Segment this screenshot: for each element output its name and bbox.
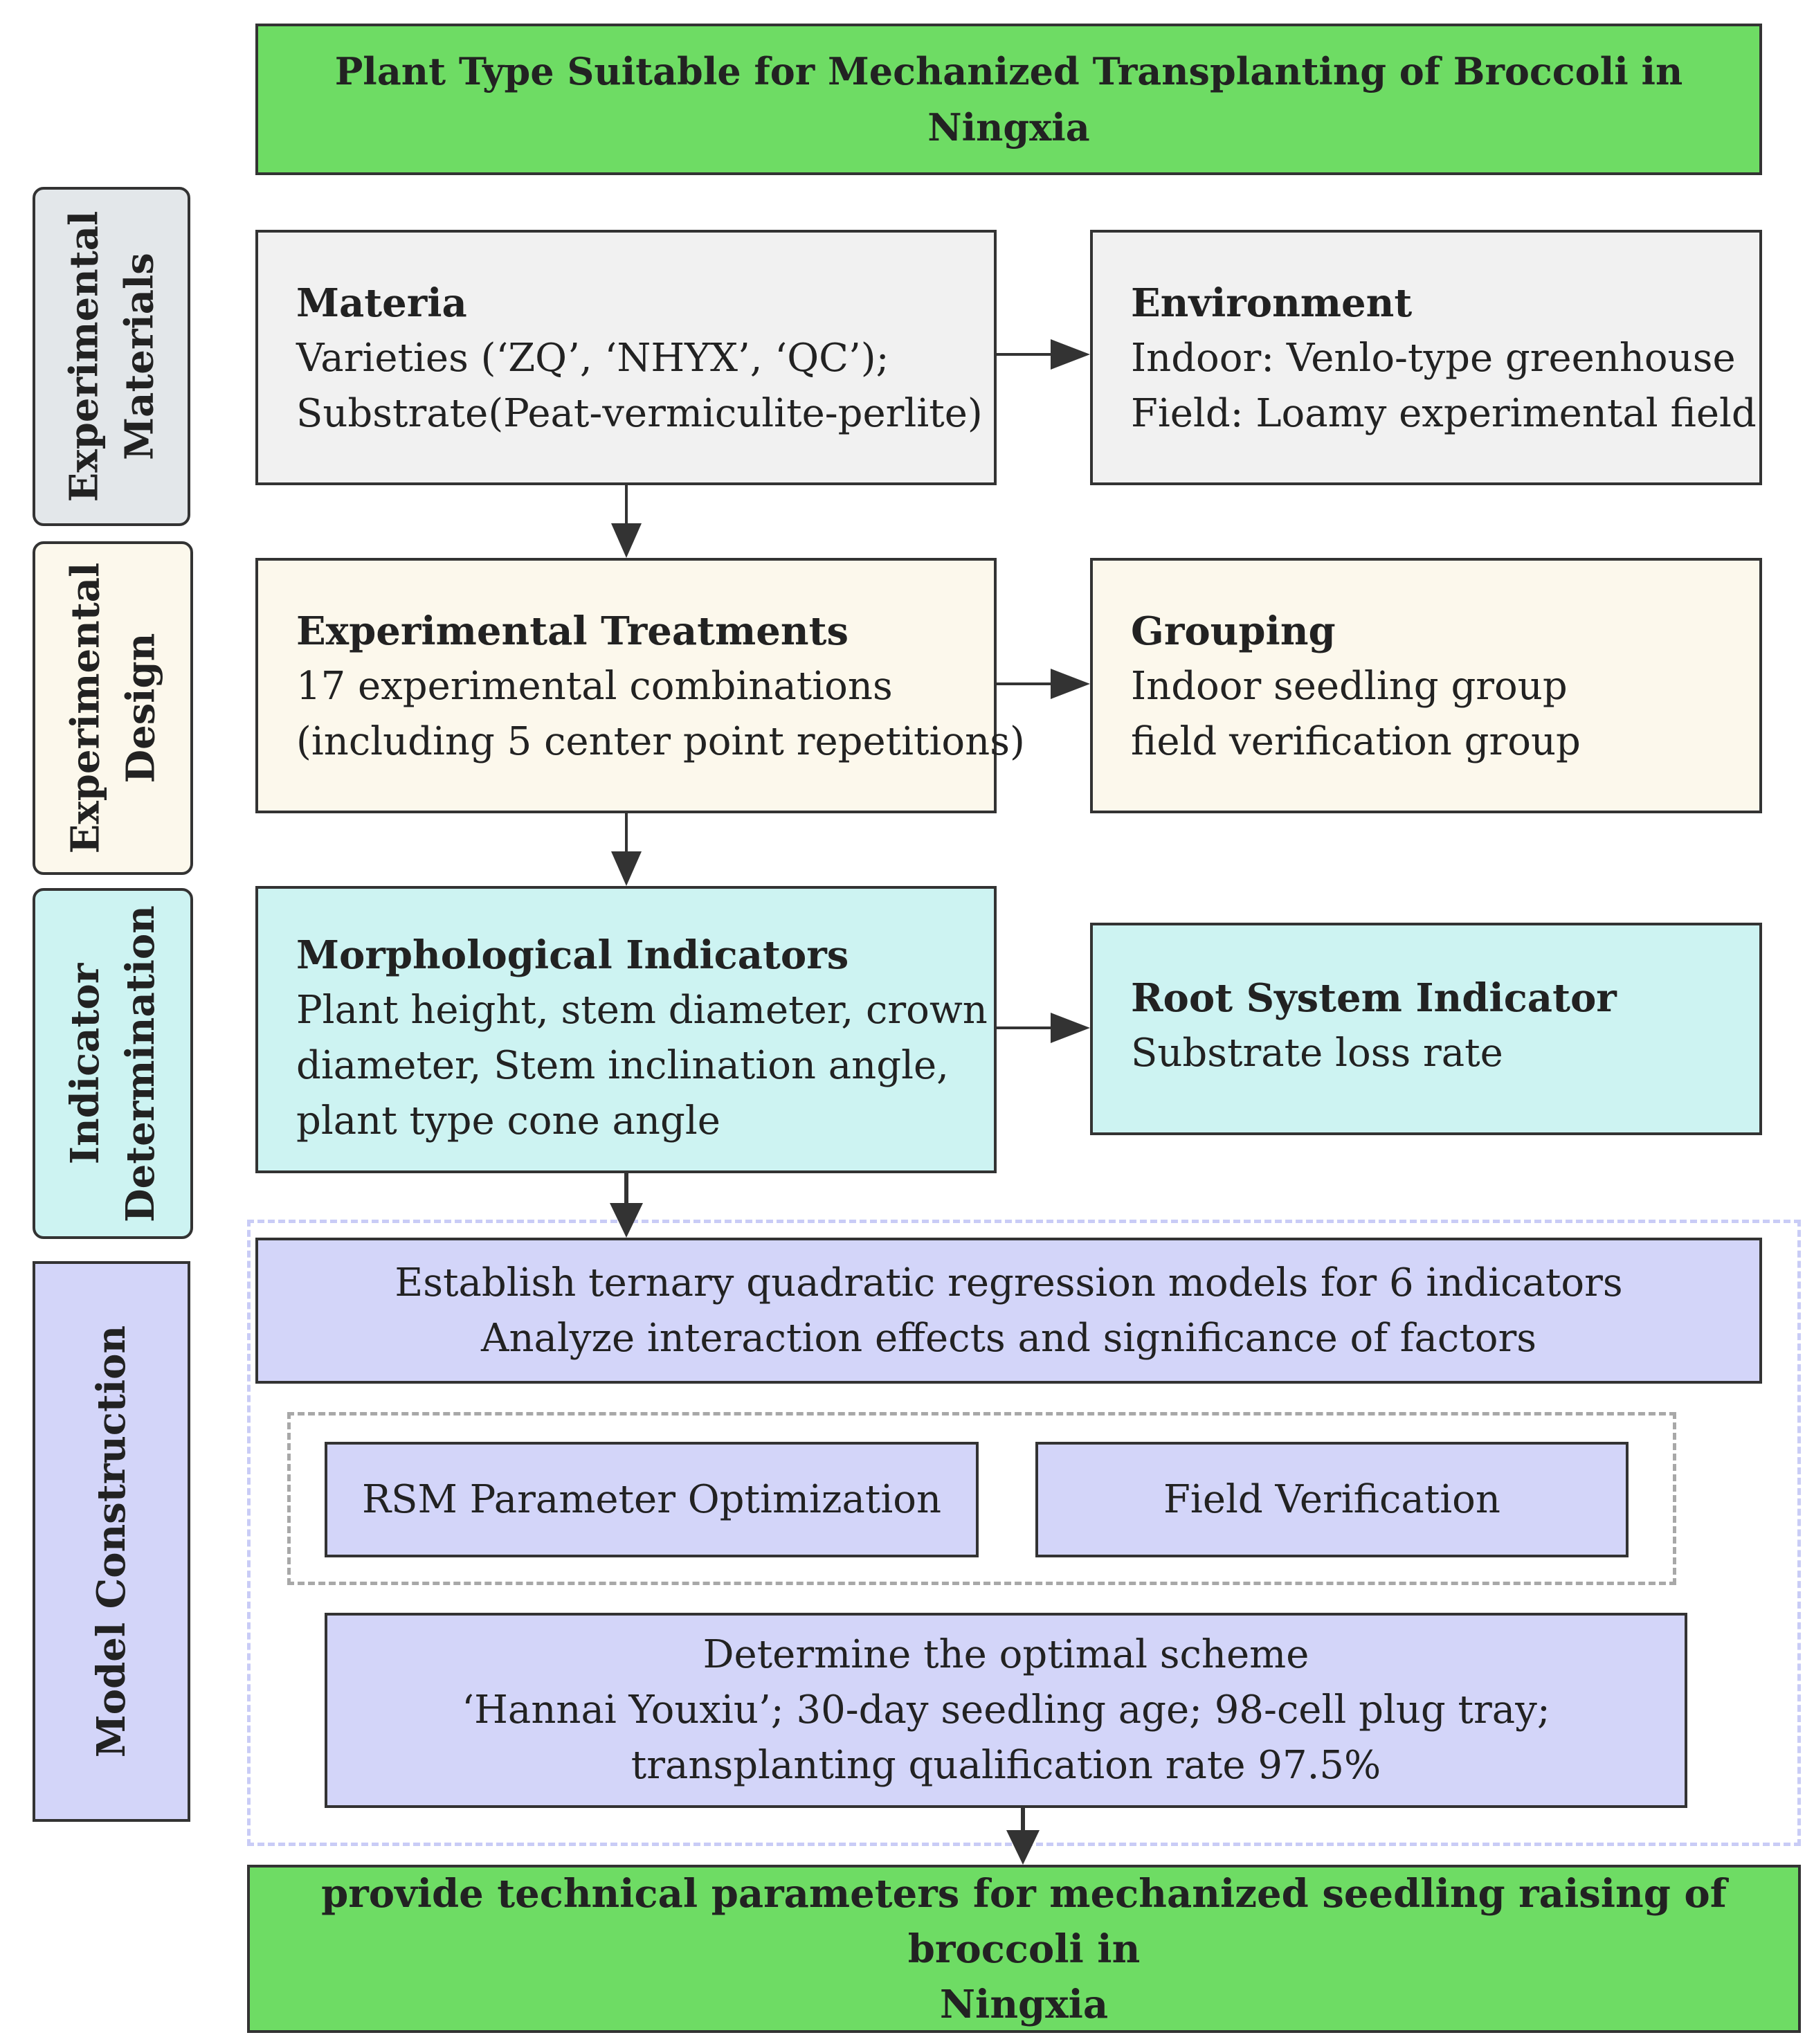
regression-box: Establish ternary quadratic regression m… <box>255 1238 1762 1384</box>
morphological-line: Plant height, stem diameter, crown <box>296 988 988 1033</box>
grouping-heading: Grouping <box>1131 608 1336 654</box>
materia-heading: Materia <box>296 280 467 326</box>
grouping-line: field verification group <box>1131 719 1581 764</box>
stage-model-construction: Model Construction <box>33 1261 190 1822</box>
field-verification-box: Field Verification <box>1035 1442 1629 1557</box>
conclusion-line: provide technical parameters for mechani… <box>321 1870 1727 1972</box>
optimization-group-outline <box>287 1412 1676 1585</box>
arrow-head <box>610 1203 643 1238</box>
page-title: Plant Type Suitable for Mechanized Trans… <box>334 48 1683 150</box>
treatments-line: 17 experimental combinations <box>296 664 893 709</box>
environment-line: Field: Loamy experimental field <box>1131 391 1757 436</box>
regression-line: Establish ternary quadratic regression m… <box>394 1260 1623 1305</box>
root-line: Substrate loss rate <box>1131 1031 1503 1076</box>
arrow-head <box>1006 1830 1040 1865</box>
field-verification-label: Field Verification <box>1163 1476 1500 1522</box>
arrow-head <box>1051 339 1090 370</box>
root-box: Root System Indicator Substrate loss rat… <box>1090 923 1762 1135</box>
conclusion-line: Ningxia <box>939 1981 1109 2027</box>
environment-line: Indoor: Venlo-type greenhouse <box>1131 336 1736 381</box>
stage-experimental-materials: Experimental Materials <box>33 187 190 526</box>
treatments-heading: Experimental Treatments <box>296 608 849 654</box>
grouping-line: Indoor seedling group <box>1131 664 1568 709</box>
optimal-line: Determine the optimal scheme <box>702 1632 1309 1677</box>
optimal-line: ‘Hannai Youxiu’; 30-day seedling age; 98… <box>462 1688 1550 1733</box>
arrow-head <box>1051 669 1090 699</box>
rsm-box: RSM Parameter Optimization <box>325 1442 979 1557</box>
grouping-box: Grouping Indoor seedling group field ver… <box>1090 558 1762 813</box>
stage-experimental-design: Experimental Design <box>33 541 193 875</box>
stage-indicator-determination: Indicator Determination <box>33 888 193 1239</box>
conclusion-box: provide technical parameters for mechani… <box>247 1865 1801 2033</box>
rsm-label: RSM Parameter Optimization <box>361 1476 942 1522</box>
root-heading: Root System Indicator <box>1131 975 1617 1021</box>
optimal-line: transplanting qualification rate 97.5% <box>631 1743 1381 1788</box>
materia-box: Materia Varieties (‘ZQ’, ‘NHYX’, ‘QC’); … <box>255 230 997 485</box>
treatments-box: Experimental Treatments 17 experimental … <box>255 558 1025 813</box>
treatments-line: (including 5 center point repetitions) <box>296 719 1025 764</box>
arrow-head <box>1051 1013 1090 1043</box>
arrow-head <box>611 523 642 558</box>
morphological-line: plant type cone angle <box>296 1098 720 1143</box>
morphological-line: diameter, Stem inclination angle, <box>296 1043 949 1088</box>
materia-line: Varieties (‘ZQ’, ‘NHYX’, ‘QC’); <box>296 336 889 381</box>
morphological-box: Morphological Indicators Plant height, s… <box>255 886 997 1173</box>
regression-line: Analyze interaction effects and signific… <box>481 1315 1536 1361</box>
arrow-head <box>611 851 642 886</box>
environment-box: Environment Indoor: Venlo-type greenhous… <box>1090 230 1762 485</box>
environment-heading: Environment <box>1131 280 1413 326</box>
title-box: Plant Type Suitable for Mechanized Trans… <box>255 24 1762 175</box>
morphological-heading: Morphological Indicators <box>296 932 849 978</box>
materia-line: Substrate(Peat-vermiculite-perlite) <box>296 391 983 436</box>
optimal-box: Determine the optimal scheme ‘Hannai You… <box>325 1613 1687 1808</box>
